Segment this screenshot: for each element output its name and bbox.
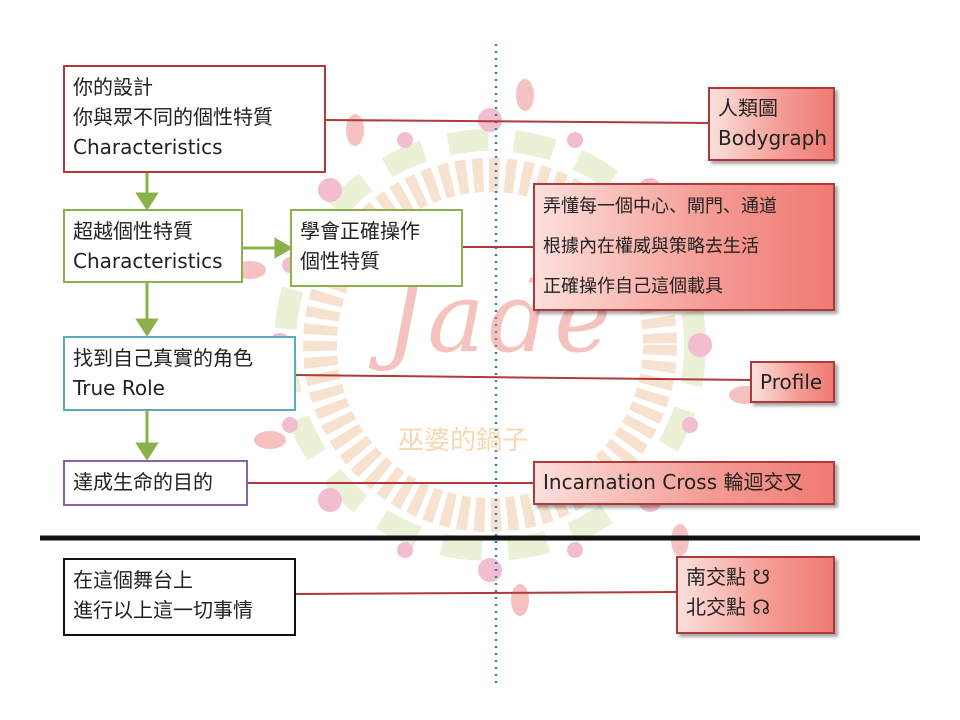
operate-line-2: 個性特質 (300, 249, 380, 273)
nodes-box: 南交點 ☋ 北交點 ☊ (676, 556, 835, 634)
profile-box: Profile (750, 361, 835, 403)
incarnation-cross-box: Incarnation Cross 輪迴交叉 (533, 461, 835, 505)
watermark-subtitle: 巫婆的鍋子 (398, 426, 529, 456)
stage-line-1: 在這個舞台上 (73, 568, 193, 592)
operate-line-1: 學會正確操作 (300, 219, 420, 243)
purpose-line-1: 達成生命的目的 (73, 470, 213, 494)
true-role-box: 找到自己真實的角色 True Role (63, 336, 296, 411)
stage-line-2: 進行以上這一切事情 (73, 598, 253, 622)
north-node-label: 北交點 ☊ (686, 595, 771, 619)
transcend-box: 超越個性特質 Characteristics (63, 209, 243, 283)
bodygraph-line-1: 人類圖 (718, 96, 778, 120)
incarnation-cross-label: Incarnation Cross 輪迴交叉 (543, 470, 804, 494)
purpose-box: 達成生命的目的 (63, 460, 248, 506)
design-line-2: 你與眾不同的個性特質 (73, 105, 273, 129)
centers-line-1: 弄懂每一個中心、閘門、通道 (543, 196, 777, 217)
south-node-label: 南交點 ☋ (686, 565, 771, 589)
profile-label: Profile (760, 370, 823, 394)
true-role-line-2: True Role (73, 376, 165, 400)
transcend-line-2: Characteristics (73, 249, 223, 273)
true-role-line-1: 找到自己真實的角色 (73, 346, 253, 370)
connector-lines (248, 119, 753, 595)
stage-box: 在這個舞台上 進行以上這一切事情 (63, 558, 296, 636)
bodygraph-line-2: Bodygraph (718, 126, 828, 150)
operate-box: 學會正確操作 個性特質 (290, 209, 463, 287)
design-line-3: Characteristics (73, 135, 223, 159)
design-line-1: 你的設計 (73, 75, 153, 99)
flow-arrows (135, 173, 294, 461)
transcend-line-1: 超越個性特質 (73, 219, 193, 243)
centers-box: 弄懂每一個中心、閘門、通道 根據內在權威與策略去生活 正確操作自己這個載具 (533, 183, 835, 311)
centers-line-3: 正確操作自己這個載具 (543, 276, 723, 297)
bodygraph-box: 人類圖 Bodygraph (708, 87, 835, 161)
design-box: 你的設計 你與眾不同的個性特質 Characteristics (63, 65, 326, 173)
centers-line-2: 根據內在權威與策略去生活 (543, 236, 759, 257)
